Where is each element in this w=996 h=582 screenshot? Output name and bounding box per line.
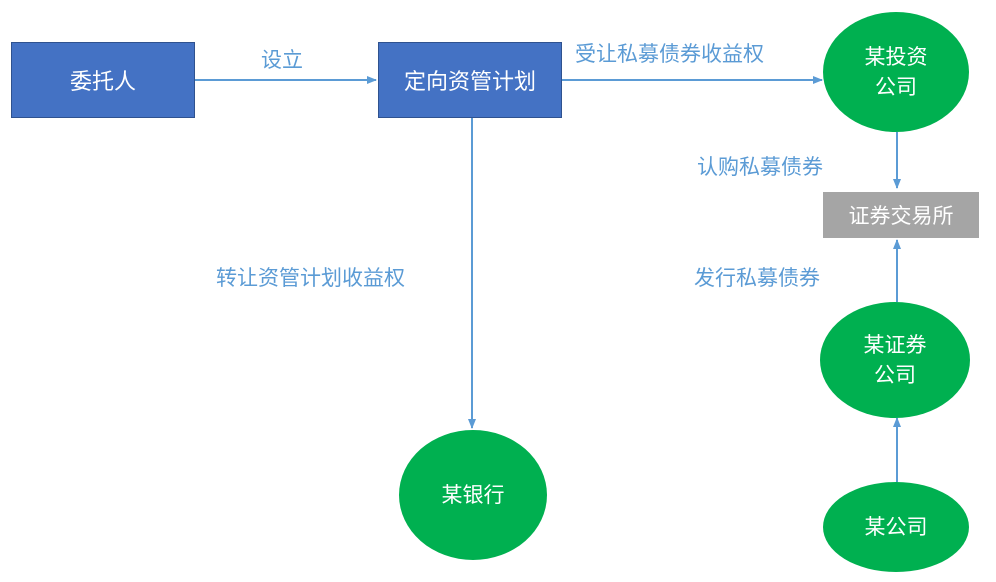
node-plan-label: 定向资管计划 — [403, 70, 536, 95]
node-weituoren-label: 委托人 — [69, 70, 136, 95]
node-weituoren: 委托人 — [11, 42, 195, 118]
edge-label-setup: 设立 — [261, 48, 303, 72]
node-plan: 定向资管计划 — [378, 42, 562, 118]
node-company-label: 某公司 — [864, 515, 928, 539]
node-exchange: 证券交易所 — [823, 192, 979, 238]
edge-label-issue: 发行私募债券 — [694, 266, 820, 290]
node-bank: 某银行 — [399, 430, 547, 560]
edge-label-subscribe: 认购私募债券 — [697, 155, 823, 179]
node-exchange-label: 证券交易所 — [848, 204, 954, 228]
node-investment-line1: 某投资 — [864, 45, 928, 69]
node-investment-company: 某投资 公司 — [823, 12, 969, 132]
edge-label-transfer-plan: 转让资管计划收益权 — [216, 266, 405, 290]
node-investment-line2: 公司 — [875, 75, 917, 99]
node-company: 某公司 — [823, 482, 969, 572]
node-bank-label: 某银行 — [441, 483, 505, 507]
edge-label-transfer-private: 受让私募债券收益权 — [575, 42, 764, 66]
node-securities-line1: 某证券 — [863, 333, 927, 357]
node-securities-company: 某证券 公司 — [820, 302, 970, 418]
node-securities-line2: 公司 — [874, 363, 916, 387]
